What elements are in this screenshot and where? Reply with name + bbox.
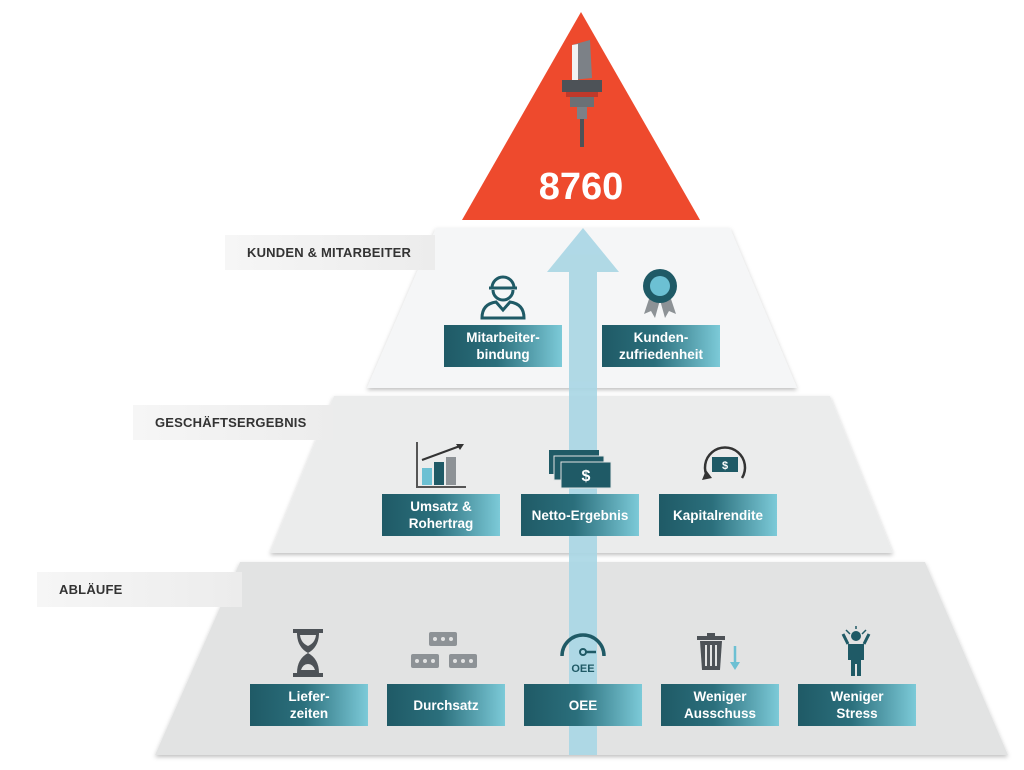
item-less-stress: Weniger Stress — [798, 684, 916, 726]
tier-label-processes: ABLÄUFE — [37, 572, 242, 607]
hourglass-icon — [293, 629, 323, 677]
money-cycle-icon: $ — [702, 446, 747, 480]
gauge-icon: OEE — [560, 633, 606, 675]
item-revenue-gross-profit: Umsatz & Rohertrag — [382, 494, 500, 536]
worker-helmet-icon — [480, 275, 526, 320]
item-return-on-capital: Kapitalrendite — [659, 494, 777, 536]
money-stack-icon: $ — [549, 450, 612, 489]
svg-text:$: $ — [582, 468, 591, 485]
bar-chart-growth-icon — [416, 442, 466, 488]
item-less-scrap: Weniger Ausschuss — [661, 684, 779, 726]
material-stacks-icon — [411, 632, 477, 668]
tier-label-customers-employees: KUNDEN & MITARBEITER — [225, 235, 435, 270]
item-net-result: Netto-Ergebnis — [521, 494, 639, 536]
item-customer-satisfaction: Kunden- zufriedenheit — [602, 325, 720, 367]
item-oee: OEE — [524, 684, 642, 726]
gauge-label: OEE — [571, 663, 594, 675]
item-lead-times: Liefer- zeiten — [250, 684, 368, 726]
item-throughput: Durchsatz — [387, 684, 505, 726]
tier-label-business-results: GESCHÄFTSERGEBNIS — [133, 405, 333, 440]
drill-spindle-icon — [562, 40, 602, 147]
stressed-person-icon — [841, 626, 871, 676]
award-badge-icon — [643, 269, 677, 318]
apex-value: 8760 — [538, 166, 624, 208]
trash-down-icon — [697, 633, 740, 670]
item-employee-retention: Mitarbeiter- bindung — [444, 325, 562, 367]
svg-text:$: $ — [722, 460, 728, 472]
